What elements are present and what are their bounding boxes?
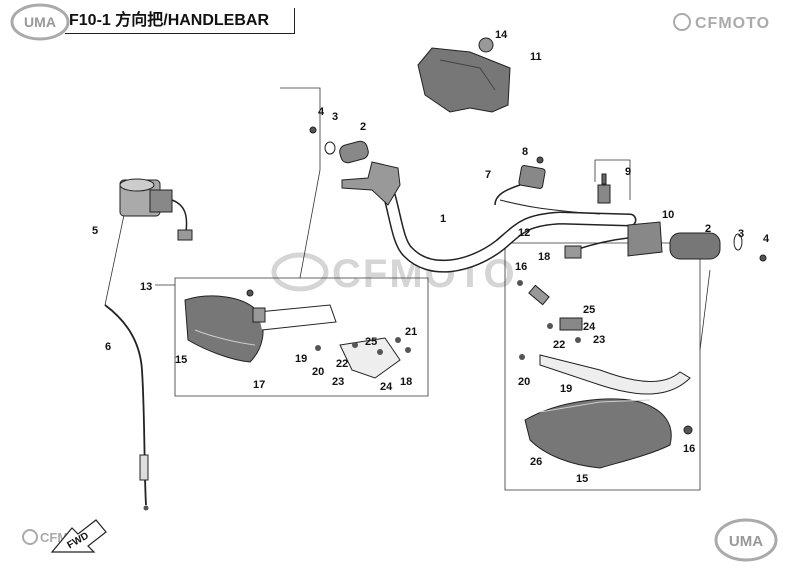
fwd-arrow-icon: FWD — [50, 519, 107, 553]
callout-1: 1 — [440, 213, 446, 225]
callout-9: 9 — [625, 166, 631, 178]
handlebar-switch — [494, 156, 546, 206]
right-mount-bar — [519, 354, 691, 395]
callout-26: 26 — [530, 456, 542, 468]
callout-labels: 14 11 4 3 2 8 7 9 10 2 3 4 1 5 12 13 16 … — [92, 29, 770, 485]
callout-11: 11 — [530, 51, 542, 63]
callout-7: 7 — [485, 169, 491, 181]
callout-4: 4 — [318, 106, 325, 118]
bolt-part-9 — [597, 173, 611, 204]
callout-6: 6 — [105, 341, 111, 353]
callout-4: 4 — [763, 233, 770, 245]
handlebar-pad — [417, 47, 511, 113]
callout-20: 20 — [312, 366, 324, 378]
callout-21: 21 — [405, 326, 417, 338]
callout-3: 3 — [332, 111, 338, 123]
callout-3: 3 — [738, 228, 744, 240]
callout-5: 5 — [92, 225, 98, 237]
callout-2: 2 — [360, 121, 366, 133]
uma-logo-bottom-right: UMA — [714, 518, 778, 562]
callout-14: 14 — [495, 29, 508, 41]
callout-15: 15 — [576, 473, 588, 485]
callout-20: 20 — [518, 376, 530, 388]
callout-22: 22 — [553, 339, 565, 351]
callout-10: 10 — [662, 209, 674, 221]
throttle-housing — [564, 221, 663, 259]
cfmoto-logo-top-right: CFMOTO — [673, 13, 770, 32]
left-brake-lever — [341, 161, 401, 206]
callout-23: 23 — [593, 334, 605, 346]
left-mount-bracket — [315, 337, 411, 379]
callout-17: 17 — [253, 379, 265, 391]
left-hand-guard — [184, 289, 337, 363]
uma-logo-top-left: UMA — [10, 3, 70, 41]
callout-24: 24 — [380, 381, 393, 393]
callout-24: 24 — [583, 321, 596, 333]
right-clamp-assembly — [517, 280, 583, 343]
callout-13: 13 — [140, 281, 152, 293]
callout-19: 19 — [295, 353, 307, 365]
callout-25: 25 — [365, 336, 377, 348]
callout-18: 18 — [538, 251, 550, 263]
right-hand-guard — [524, 398, 693, 469]
handlebar-tube — [373, 163, 637, 273]
callout-19: 19 — [560, 383, 572, 395]
callout-23: 23 — [332, 376, 344, 388]
master-cylinder — [119, 178, 193, 241]
callout-22: 22 — [336, 358, 348, 370]
svg-text:CFMOTO: CFMOTO — [695, 15, 770, 32]
callout-12: 12 — [518, 227, 530, 239]
left-grip-assembly — [309, 126, 369, 164]
throttle-cable — [104, 304, 149, 511]
left-guard-inset-frame — [174, 277, 429, 397]
pad-fastener — [478, 37, 494, 53]
svg-text:UMA: UMA — [729, 533, 763, 550]
right-grip — [669, 232, 767, 262]
callout-18: 18 — [400, 376, 412, 388]
svg-text:UMA: UMA — [24, 14, 56, 30]
callout-16: 16 — [515, 261, 527, 273]
page-title: F10-1 方向把/HANDLEBAR — [65, 8, 295, 34]
leader-lines — [104, 87, 711, 351]
callout-25: 25 — [583, 304, 595, 316]
callout-2: 2 — [705, 223, 711, 235]
callout-16: 16 — [683, 443, 695, 455]
callout-15: 15 — [175, 354, 187, 366]
callout-8: 8 — [522, 146, 528, 158]
